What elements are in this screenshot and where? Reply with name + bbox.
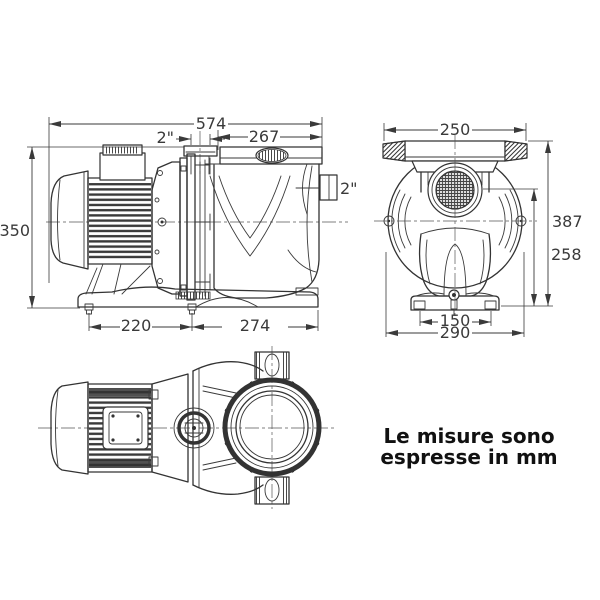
- dim-bolt-span-220: 220: [88, 313, 193, 335]
- dim-body-width-290: 290: [385, 252, 525, 342]
- motor-bracket-top: [148, 373, 189, 483]
- side-view: 574 2" 267 350: [0, 114, 358, 335]
- top-port-side: [183, 145, 218, 175]
- dim-flange-width-250: 250: [383, 120, 527, 141]
- dim-body-span-274: 274: [192, 310, 319, 335]
- strainer-lid-side: [219, 146, 323, 165]
- note-line2: espresse in mm: [380, 445, 557, 469]
- motor-side: [87, 177, 153, 265]
- dim-label-side-port: 2": [340, 179, 358, 198]
- dim-tank-width-267: 267: [217, 127, 322, 150]
- dim-label-250: 250: [440, 120, 471, 139]
- dim-label-258: 258: [551, 245, 582, 264]
- note-line1: Le misure sono: [383, 424, 554, 448]
- lid-handle-bottom: [254, 476, 290, 505]
- dim-label-top-port: 2": [156, 128, 174, 147]
- strainer-lid-top: [222, 377, 322, 477]
- side-view-dimensions: 574 2" 267 350: [0, 114, 358, 335]
- volute-body-side: [175, 159, 320, 300]
- top-port-top: [173, 407, 215, 449]
- front-view-centerlines: [374, 135, 537, 318]
- lid-lugs: [224, 381, 320, 473]
- dim-overall-width-574: 574: [48, 114, 323, 283]
- dim-label-150: 150: [440, 311, 471, 330]
- dim-overall-height-350: 350: [0, 146, 184, 309]
- terminal-box-top: [102, 406, 149, 450]
- dim-label-274: 274: [240, 316, 271, 335]
- base-front: [410, 289, 500, 316]
- dim-top-port-2in: 2": [156, 128, 225, 147]
- dim-side-port-2in: 2": [340, 179, 358, 198]
- discharge-port-side: [295, 174, 338, 201]
- dim-foot-span-150: 150: [419, 311, 492, 330]
- dim-label-220: 220: [121, 316, 152, 335]
- fan-cover-side: [50, 170, 89, 270]
- mounting-flange-front: [382, 140, 528, 193]
- terminal-box-side: [99, 144, 146, 181]
- front-view-dimensions: 250 387 258 150: [383, 120, 583, 342]
- front-view: 250 387 258 150: [374, 120, 583, 342]
- dim-label-290: 290: [440, 323, 471, 342]
- dim-inlet-height-258: 258: [483, 188, 582, 306]
- dim-label-387: 387: [552, 212, 583, 231]
- lid-handle-top: [254, 351, 290, 380]
- dim-label-574: 574: [196, 114, 227, 133]
- dim-overall-height-387: 387: [501, 140, 583, 307]
- base-side: [77, 263, 319, 315]
- dim-label-350: 350: [0, 221, 30, 240]
- units-note: Le misure sono espresse in mm: [380, 424, 557, 469]
- fan-cover-top: [50, 381, 89, 475]
- top-view: [38, 346, 336, 509]
- dim-label-267: 267: [249, 127, 280, 146]
